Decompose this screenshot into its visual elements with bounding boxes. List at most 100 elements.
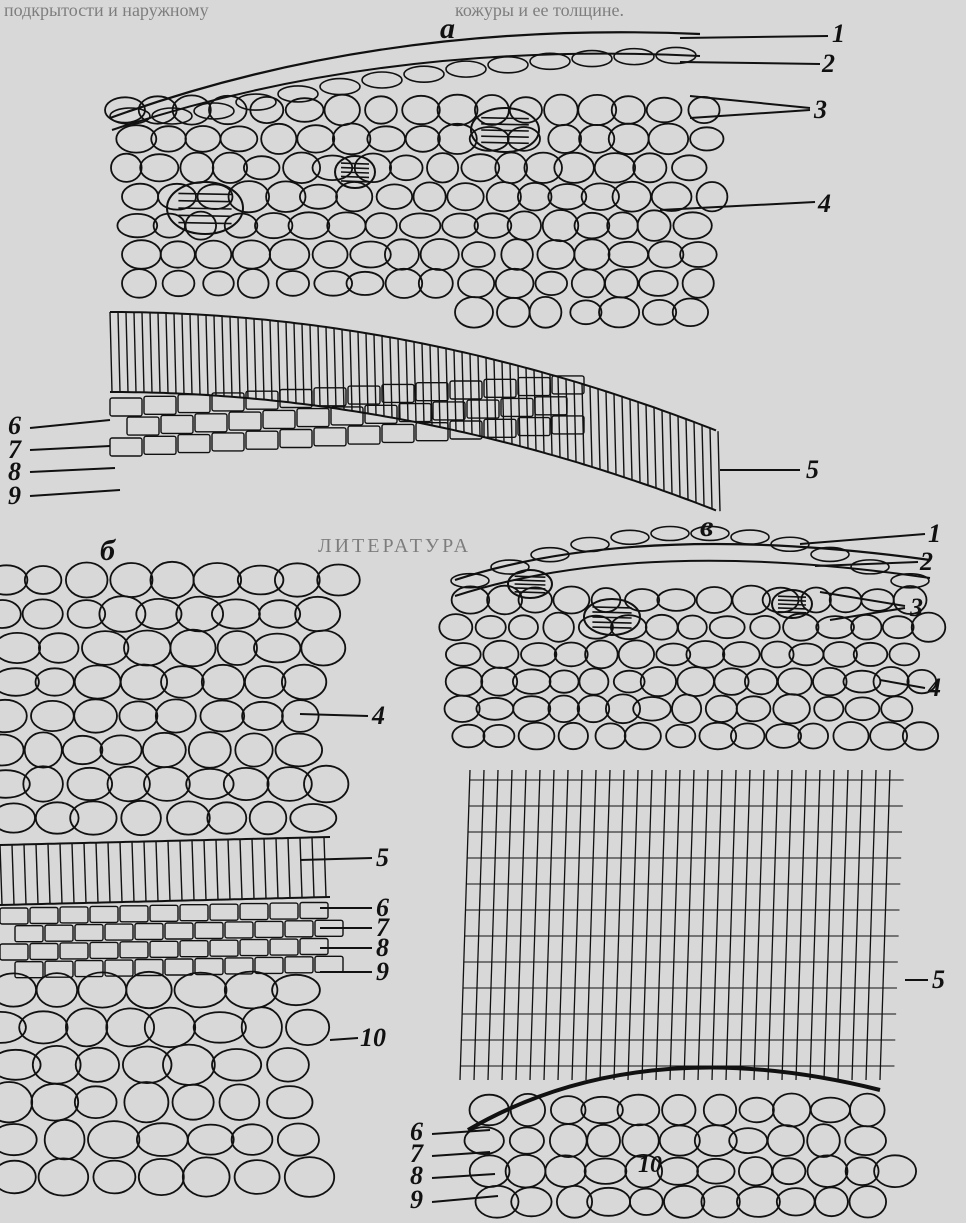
panel-b-palisade-cell (228, 840, 230, 900)
panel-b-small-cell (270, 903, 298, 919)
panel-a-palisade-cell (670, 413, 672, 493)
panel-a-palisade-cell (598, 389, 600, 469)
panel-a-palisade-cell (454, 350, 456, 430)
panel-v-letter: в (700, 510, 713, 543)
panel-v-parenchyma-cell (553, 587, 589, 614)
panel-b-palisade-cell (36, 844, 38, 904)
panel-v-inner-cell (630, 1189, 663, 1215)
panel-a-palisade-cell (630, 399, 632, 479)
panel-a-parenchyma-cell (421, 239, 459, 270)
panel-b-small-cell (285, 921, 313, 937)
panel-b-small-cell (15, 962, 43, 978)
panel-b-parenchyma-cell (207, 802, 246, 833)
panel-b-parenchyma-cell (0, 700, 27, 732)
panel-b-small-cell (60, 907, 88, 923)
panel-v-parenchyma-cell (509, 615, 538, 639)
panel-a-small-cell (144, 396, 176, 414)
panel-a-parenchyma-cell (122, 240, 161, 269)
panel-v-num-5: 5 (932, 965, 945, 994)
panel-v-num-3: 3 (909, 593, 923, 622)
panel-a-parenchyma-cell (680, 242, 717, 267)
panel-a-parenchyma-cell (117, 214, 157, 237)
panel-v-leader-4 (880, 680, 925, 688)
panel-a-parenchyma-cell (283, 153, 320, 184)
panel-b-inner-cell (285, 1157, 334, 1197)
panel-v-inner-cell (739, 1157, 772, 1185)
panel-v-num-1: 1 (928, 519, 941, 548)
panel-b-parenchyma-cell (75, 665, 121, 698)
panel-b-small-cell (240, 904, 268, 920)
panel-b-parenchyma-cell (194, 563, 242, 597)
panel-b-palisade-cell (108, 842, 110, 902)
panel-b-leader-10 (330, 1038, 358, 1040)
panel-v-inner-cell (585, 1159, 627, 1184)
panel-v-parenchyma-cell (883, 616, 914, 638)
panel-a-leader-2 (680, 62, 820, 64)
panel-a-parenchyma-cell (570, 300, 601, 324)
panel-a-parenchyma-cell (599, 297, 639, 327)
panel-a-small-cell (127, 417, 159, 435)
panel-a-starch-grain-stripe (481, 124, 529, 125)
panel-a-small-cell (433, 402, 465, 420)
panel-b-parenchyma-cell (189, 732, 231, 768)
panel-a-parenchyma-cell (649, 124, 689, 155)
panel-a-starch-grain-stripe (341, 172, 369, 173)
panel-a-parenchyma-cell (605, 269, 638, 297)
panel-a-parenchyma-cell (419, 269, 453, 298)
panel-v-parenchyma-cell (714, 668, 748, 695)
panel-b-inner-cell (123, 1047, 172, 1084)
panel-a-parenchyma-cell (447, 183, 483, 210)
panel-v-leader-2 (815, 562, 918, 566)
panel-a-epidermal-cell (614, 49, 654, 65)
panel-v-leader-8 (432, 1174, 495, 1178)
panel-a-parenchyma-cell (261, 124, 296, 154)
panel-b-inner-cell (175, 973, 227, 1008)
panel-a-parenchyma-cell (578, 95, 616, 125)
panel-v-epidermis-inner (455, 561, 930, 596)
panel-b-inner-cell (232, 1124, 273, 1155)
panel-a-parenchyma-cell (213, 153, 247, 183)
panel-v-parenchyma-cell (672, 695, 701, 724)
panel-b-palisade-cell (60, 844, 62, 904)
panel-v-inner-cell (545, 1155, 585, 1187)
panel-b-small-cell (165, 959, 193, 975)
panel-b-small-cell (315, 956, 343, 972)
panel-a-parenchyma-cell (270, 240, 310, 270)
panel-b-palisade-cell (312, 837, 314, 897)
panel-b-small-cell (60, 943, 88, 959)
panel-a-parenchyma-cell (400, 213, 441, 237)
panel-v-palisade-cell (656, 770, 666, 1080)
panel-a-palisade-cell (614, 394, 616, 474)
panel-v-parenchyma-cell (813, 668, 847, 695)
panel-a-parenchyma-cell (497, 298, 530, 327)
panel-a-palisade-cell (622, 397, 624, 477)
panel-b-parenchyma-cell (212, 599, 260, 628)
panel-b-palisade-cell (216, 840, 218, 900)
panel-b-small-cell (105, 924, 133, 940)
panel-v-parenchyma-cell (843, 671, 880, 693)
panel-v-parenchyma-cell (657, 589, 695, 611)
panel-b-parenchyma-cell (36, 802, 79, 833)
panel-v-starch-grain-stripe (592, 607, 631, 608)
panel-v-starch-grain-stripe (592, 627, 631, 628)
panel-b-parenchyma-cell (0, 668, 39, 696)
panel-a-parenchyma-cell (643, 300, 676, 325)
panel-a-num-1: 1 (832, 19, 845, 48)
panel-a-starch-grain-stripe (481, 118, 529, 119)
panel-b-inner-cell (272, 975, 320, 1005)
panel-v-num-10: 10 (638, 1152, 662, 1178)
panel-b-palisade-cell (72, 843, 74, 903)
panel-a-parenchyma-cell (554, 153, 594, 183)
panel-a-parenchyma-cell (574, 239, 609, 269)
panel-v-parenchyma-cell (854, 643, 888, 666)
panel-a-small-cell (178, 435, 210, 453)
panel-v-parenchyma-cell (881, 696, 912, 721)
panel-a-parenchyma-cell (475, 213, 512, 238)
panel-v-inner-cell (874, 1155, 916, 1187)
panel-a-parenchyma-cell (377, 184, 413, 209)
panel-b-parenchyma-cell (224, 768, 269, 800)
panel-b-parenchyma-cell (150, 562, 193, 598)
panel-v-epidermal-cell (731, 530, 769, 544)
panel-b-palisade-cell (12, 845, 14, 905)
panel-b-parenchyma-cell (74, 699, 117, 732)
